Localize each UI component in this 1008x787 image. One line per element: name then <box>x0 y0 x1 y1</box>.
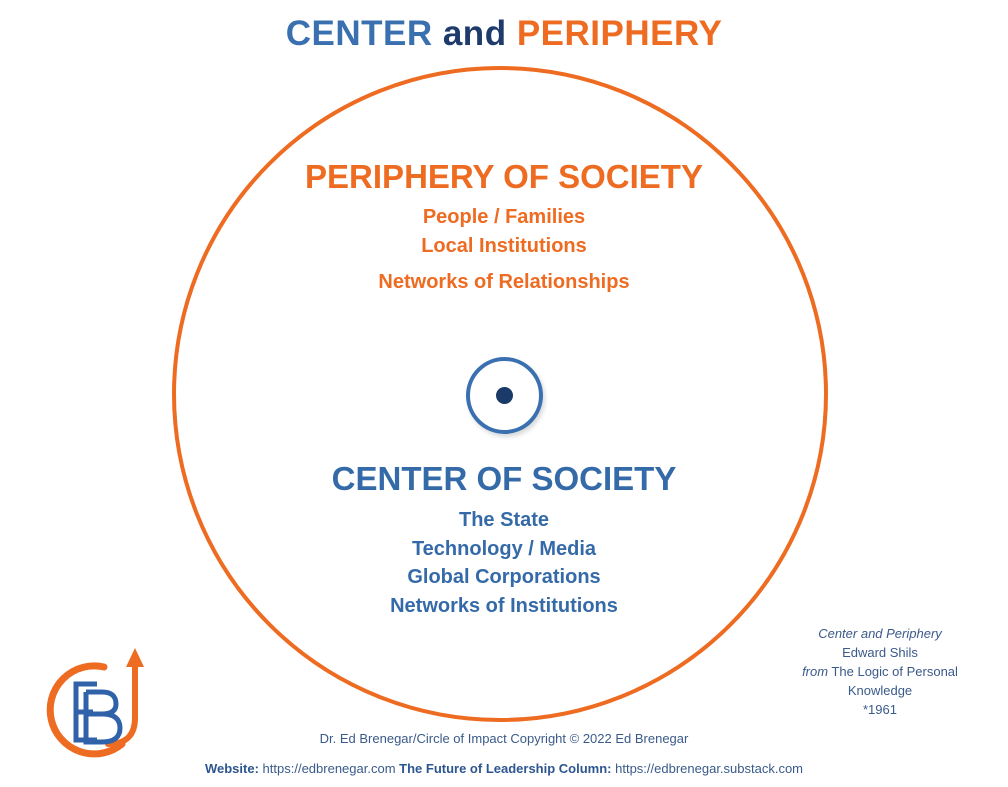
citation-from-label: from <box>802 664 829 679</box>
center-item: Networks of Institutions <box>390 595 618 617</box>
center-heading: CENTER OF SOCIETY <box>331 460 677 497</box>
periphery-heading: PERIPHERY OF SOCIETY <box>305 158 703 195</box>
title-center-word: CENTER <box>285 14 433 53</box>
citation: Center and Periphery Edward Shils from T… <box>770 624 990 719</box>
citation-source: The Logic of Personal Knowledge <box>831 664 958 698</box>
citation-source-line: from The Logic of Personal Knowledge <box>770 662 990 700</box>
copyright-text: Dr. Ed Brenegar/Circle of Impact Copyrig… <box>319 731 689 746</box>
center-item: Technology / Media <box>411 538 597 560</box>
title-and-word: and <box>442 14 507 53</box>
citation-work: Center and Periphery <box>818 626 942 641</box>
page-title: CENTER and PERIPHERY <box>0 14 1008 54</box>
center-item: Global Corporations <box>407 566 601 588</box>
periphery-circle <box>172 66 828 722</box>
citation-author: Edward Shils <box>842 645 918 660</box>
footer-links: Website: https://edbrenegar.com The Futu… <box>204 761 804 776</box>
column-link[interactable]: https://edbrenegar.substack.com <box>615 761 804 776</box>
column-label: The Future of Leadership Column: <box>399 761 612 776</box>
title-periphery-word: PERIPHERY <box>516 14 723 53</box>
citation-year: *1961 <box>863 702 897 717</box>
periphery-item: Local Institutions <box>421 235 587 257</box>
center-item: The State <box>458 509 550 531</box>
periphery-item: People / Families <box>422 206 586 228</box>
center-ring <box>466 357 543 434</box>
center-dot <box>496 387 513 404</box>
website-label: Website <box>204 761 255 776</box>
periphery-item: Networks of Relationships <box>378 271 630 293</box>
eb-logo-icon <box>46 648 144 758</box>
website-link[interactable]: https://edbrenegar.com <box>262 761 396 776</box>
